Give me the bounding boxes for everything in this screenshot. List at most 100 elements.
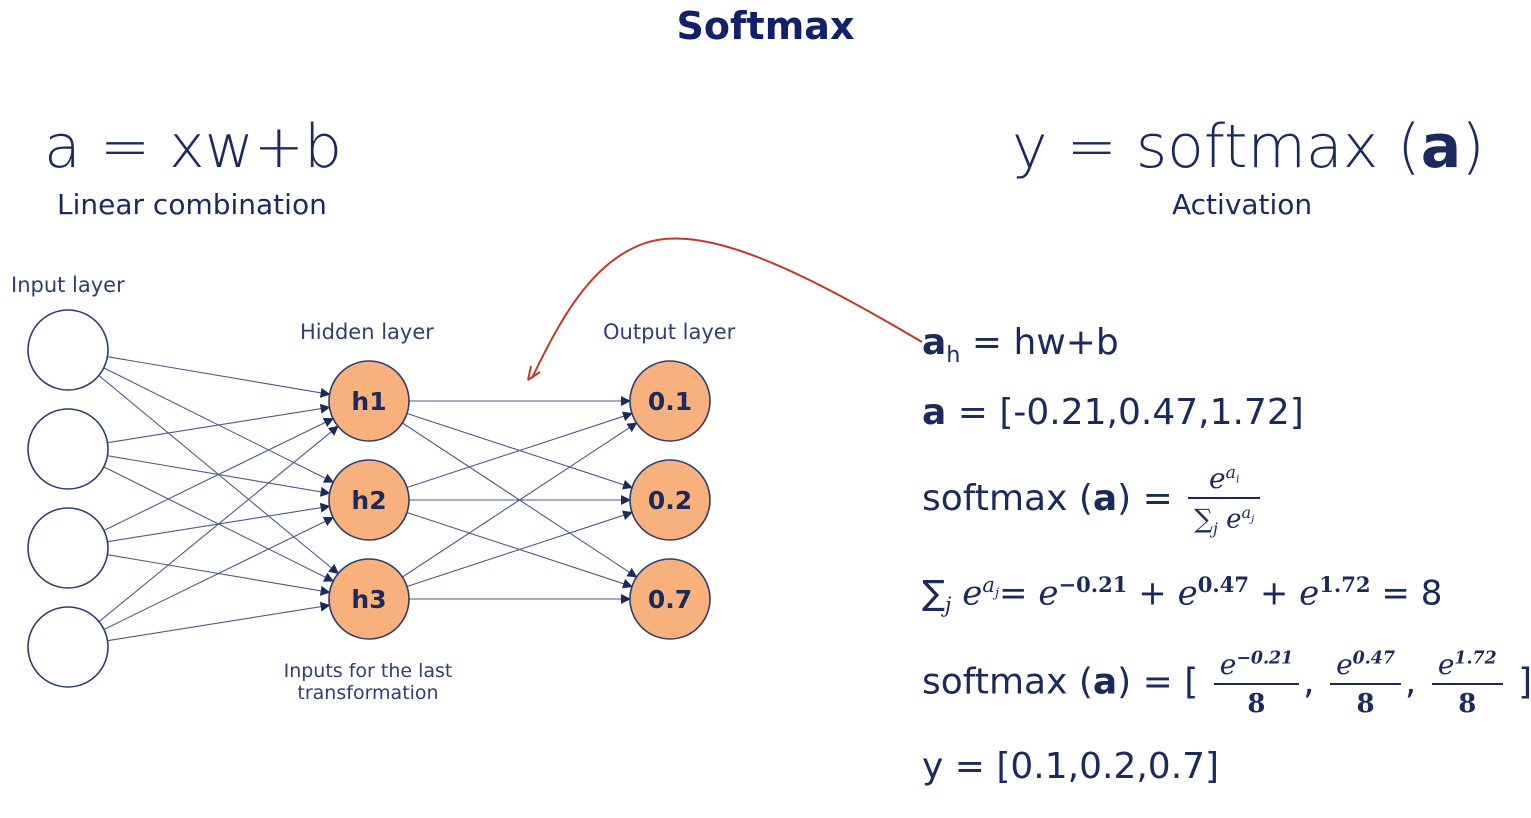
eq-ah-rhs: = hw+b [960, 322, 1119, 363]
plus2: + [1249, 573, 1300, 614]
feedback-arrowhead [527, 365, 541, 381]
output-node-2 [629, 459, 711, 541]
hidden-note-line1: Inputs for the last [283, 660, 453, 682]
eq-ah-lhs: a [922, 322, 947, 363]
close-bracket: ] [1518, 661, 1531, 703]
term3-exp: 1.72 [1319, 572, 1371, 597]
softmax-vals-prefix: softmax ( [922, 661, 1093, 703]
den-sub: j [1212, 518, 1218, 538]
term2-base: e [1177, 573, 1198, 614]
eq-a-rhs: = [-0.21,0.47,1.72] [946, 392, 1304, 433]
frac3-base: e [1437, 648, 1455, 681]
sum-base: e [962, 573, 983, 614]
softmax-def-numerator: eai [1188, 462, 1260, 497]
softmax-def-prefix: softmax ( [922, 477, 1093, 519]
frac2-den: 8 [1330, 683, 1401, 719]
sum-exp-sub: j [994, 586, 1000, 602]
hidden-node-1 [328, 360, 410, 442]
eq-sum-exponentials: ∑j eaj= e−0.21 + e0.47 + e1.72 = 8 [922, 572, 1442, 617]
comma-1: , [1303, 661, 1315, 703]
input-node-4 [27, 606, 109, 688]
sum-eq-sign: = [999, 573, 1039, 614]
softmax-fraction-1: e−0.21 8 [1213, 648, 1300, 719]
den-sum: ∑ [1194, 504, 1213, 535]
hidden-node-3 [328, 558, 410, 640]
frac1-base: e [1219, 648, 1237, 681]
term1-exp: −0.21 [1058, 572, 1128, 597]
den-exp-sub: j [1251, 514, 1255, 526]
eq-softmax-definition: softmax (a) = eai ∑j eaj [922, 462, 1264, 538]
eq-ah: ah = hw+b [922, 322, 1119, 368]
output-layer-label: Output layer [603, 320, 736, 344]
edge-input4-h2 [103, 517, 334, 630]
edge-h3-out2 [406, 510, 633, 588]
edge-input4-h3 [107, 601, 331, 642]
edge-input3-h1 [103, 418, 334, 531]
input-layer-label: Input layer [11, 273, 125, 297]
edge-h2-out1 [406, 411, 633, 489]
hidden-note-line2: transformation [297, 682, 439, 704]
sum-symbol: ∑ [922, 573, 945, 614]
softmax-def-denominator: ∑j eaj [1188, 497, 1261, 538]
eq-ah-sub: h [946, 342, 961, 369]
output-node-2-label: 0.2 [648, 486, 692, 515]
activation-caption: Activation [1172, 188, 1313, 221]
num-exp: a [1225, 462, 1236, 483]
linear-combination-caption: Linear combination [57, 188, 327, 221]
hidden-layer-label: Hidden layer [300, 320, 434, 344]
output-node-3 [629, 558, 711, 640]
activation-prefix: y = softmax ( [1012, 112, 1421, 182]
frac3-exp: 1.72 [1454, 648, 1497, 669]
term2-exp: 0.47 [1197, 572, 1250, 597]
frac1-exp: −0.21 [1236, 648, 1294, 669]
output-node-3-label: 0.7 [648, 585, 692, 614]
hidden-node-2 [328, 459, 410, 541]
eq-a-vector: a = [-0.21,0.47,1.72] [922, 392, 1304, 433]
sum-sub: j [944, 592, 952, 618]
eq-a-lhs: a [922, 392, 947, 433]
network-nodes: h1 h2 h3 0.1 0.2 0.7 [27, 309, 711, 688]
activation-equation: y = softmax (a) [1012, 112, 1485, 182]
softmax-vals-arg: a [1092, 661, 1118, 703]
frac2-exp: 0.47 [1352, 648, 1395, 669]
softmax-def-arg: a [1092, 477, 1118, 519]
input-node-3 [27, 507, 109, 589]
num-base: e [1209, 462, 1226, 495]
hidden-node-3-label: h3 [351, 585, 386, 614]
activation-suffix: ) [1461, 112, 1485, 182]
edge-h3-out1 [402, 422, 638, 578]
feedback-arrow [531, 237, 923, 379]
hidden-node-1-label: h1 [351, 387, 386, 416]
frac3-den: 8 [1431, 683, 1503, 719]
input-node-1 [27, 309, 109, 391]
term3-base: e [1299, 573, 1320, 614]
edge-input2-h1 [107, 403, 331, 444]
softmax-def-suffix: ) = [1117, 477, 1173, 519]
linear-combination-equation: a = xw+b [44, 112, 343, 182]
term1-base: e [1038, 573, 1059, 614]
softmax-def-fraction: eai ∑j eaj [1188, 462, 1261, 538]
sum-exp: a [982, 572, 995, 597]
output-node-1 [629, 360, 711, 442]
den-exp: a [1241, 503, 1252, 522]
softmax-fraction-3: e1.72 8 [1431, 648, 1503, 719]
plus1: + [1127, 573, 1178, 614]
eq-softmax-values: softmax (a) = [ e−0.21 8 , e0.47 8 , e1.… [922, 648, 1531, 719]
edge-input1-h1 [107, 356, 331, 398]
frac2-base: e [1336, 648, 1353, 681]
hidden-node-2-label: h2 [351, 486, 386, 515]
frac1-den: 8 [1213, 683, 1300, 719]
softmax-vals-suffix: ) = [ [1117, 661, 1199, 703]
input-node-2 [27, 408, 109, 490]
activation-arg: a [1420, 112, 1462, 182]
den-base: e [1226, 504, 1242, 535]
sum-result: = 8 [1370, 573, 1443, 614]
edge-input4-h1 [98, 425, 339, 623]
hidden-layer-note: Inputs for the last transformation [268, 660, 468, 704]
softmax-fraction-2: e0.47 8 [1330, 648, 1401, 719]
output-node-1-label: 0.1 [648, 387, 692, 416]
eq-y-vector: y = [0.1,0.2,0.7] [922, 746, 1220, 787]
num-exp-sub: i [1235, 472, 1240, 486]
network-edges [98, 356, 638, 642]
